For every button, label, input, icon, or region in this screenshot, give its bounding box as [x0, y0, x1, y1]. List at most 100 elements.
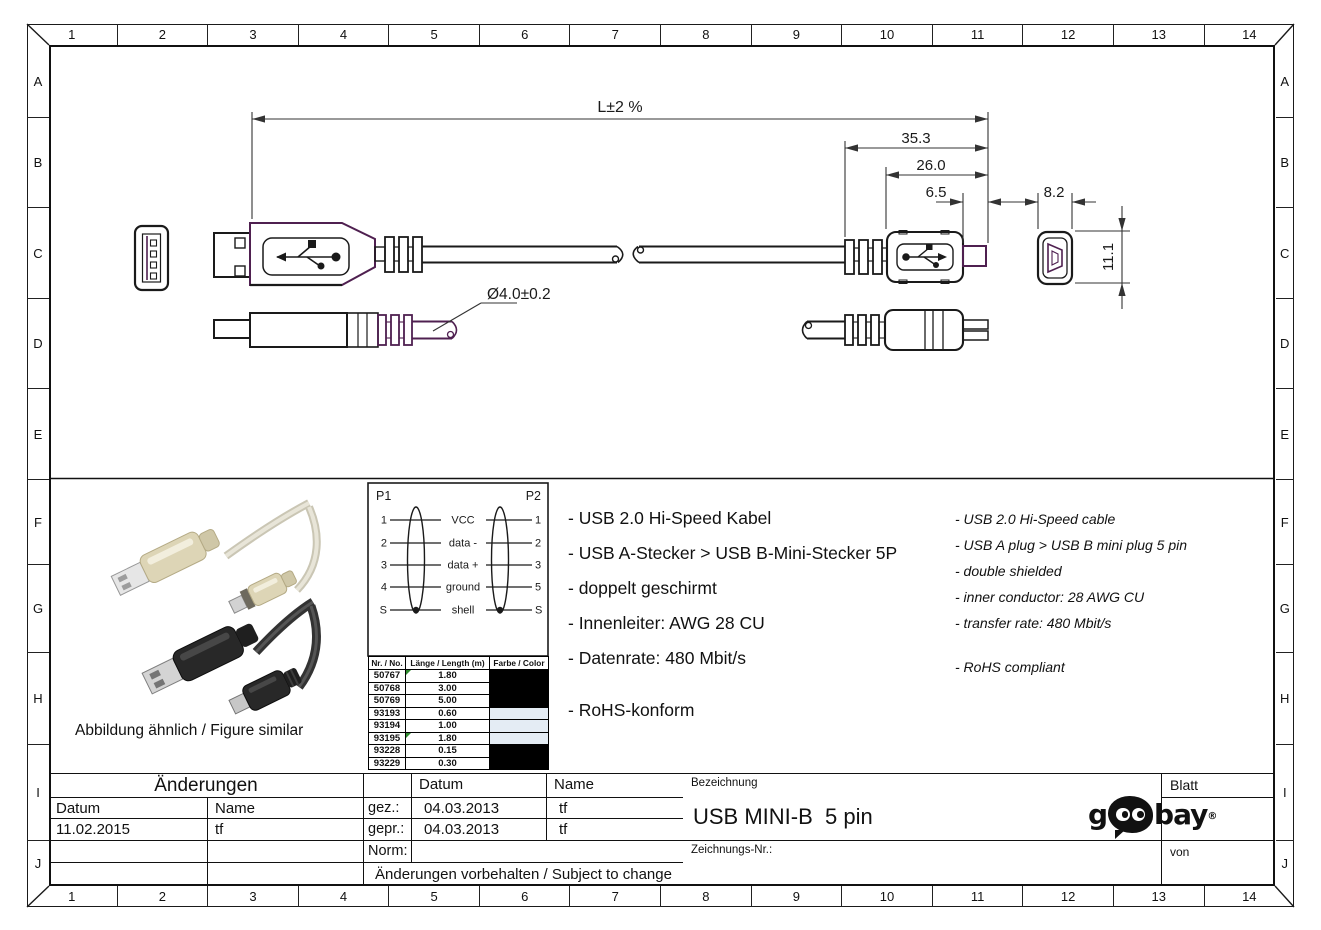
frame-col-label: 11 — [931, 24, 1023, 45]
col-header-no: Nr. / No. — [368, 656, 406, 670]
frame-col-label: 14 — [1203, 886, 1295, 907]
frame-row-label: B — [1275, 117, 1294, 207]
drawing-number-label: Zeichnungs-Nr.: — [691, 844, 773, 856]
frame-col-label: 4 — [297, 886, 389, 907]
description-item: - Innenleiter: AWG 28 CU — [568, 613, 765, 633]
approvals-name-header: Name — [547, 774, 683, 798]
frame-column-strip-top: 1 2 3 4 5 6 7 8 9 10 11 12 13 14 — [27, 24, 1294, 45]
frame-row-strip-left: A B C D E F G H I J — [27, 45, 49, 885]
title-block: Änderungen Datum Name 11.02.2015 tf Datu… — [49, 773, 1275, 886]
sheet-label: Blatt — [1162, 774, 1275, 798]
frame-col-label: 12 — [1022, 886, 1113, 907]
revision-name-label: Name — [208, 798, 364, 819]
norm-empty-cell — [412, 841, 683, 863]
col-header-length: Länge / Length (m) — [405, 656, 490, 670]
description-item: - RoHS compliant — [955, 659, 1065, 675]
description-item: - Datenrate: 480 Mbit/s — [568, 648, 746, 668]
drawing-title: USB MINI-B 5 pin — [693, 804, 873, 829]
color-swatch — [490, 745, 548, 757]
frame-col-label: 5 — [388, 24, 479, 45]
frame-row-strip-right: A B C D E F G H I J — [1275, 45, 1294, 885]
frame-col-label: 1 — [68, 27, 76, 42]
frame-column-strip-bottom: 1 2 3 4 5 6 7 8 9 10 11 12 13 14 — [27, 886, 1294, 907]
frame-row-label: H — [27, 652, 49, 744]
frame-row-label: A — [33, 73, 43, 89]
frame-row-label: A — [1280, 73, 1290, 89]
gepr-name: tf — [547, 819, 683, 841]
parts-table: Nr. / No. Länge / Length (m) Farbe / Col… — [368, 656, 549, 770]
frame-row-label: H — [1275, 652, 1294, 744]
frame-inner-border — [49, 45, 1275, 886]
frame-col-label: 11 — [931, 886, 1023, 907]
frame-col-label: 7 — [569, 886, 660, 907]
description-item: - inner conductor: 28 AWG CU — [955, 589, 1145, 605]
frame-col-label: 9 — [750, 886, 842, 907]
frame-col-label: 9 — [750, 24, 842, 45]
frame-col-label: 2 — [116, 886, 208, 907]
frame-row-label: G — [27, 564, 49, 652]
description-item: - USB A plug > USB B mini plug 5 pin — [955, 537, 1188, 553]
norm-label: Norm: — [364, 841, 412, 863]
frame-row-label: D — [27, 298, 49, 388]
gepr-label: gepr.: — [364, 819, 412, 841]
frame-row-label: G — [1275, 564, 1294, 652]
gepr-date: 04.03.2013 — [412, 819, 547, 841]
frame-row-label: D — [1275, 298, 1294, 388]
frame-row-label: C — [1275, 207, 1294, 298]
frame-col-label: 1 — [68, 889, 76, 904]
frame-col-label: 4 — [297, 24, 389, 45]
description-list-english: - USB 2.0 Hi-Speed cable - USB A plug > … — [955, 511, 1187, 685]
sheet-empty-cell — [1162, 798, 1275, 841]
frame-col-label: 10 — [841, 24, 932, 45]
frame-col-label: 14 — [1203, 24, 1295, 45]
color-swatch — [490, 732, 548, 744]
frame-col-label: 5 — [388, 886, 479, 907]
gez-name: tf — [547, 798, 683, 819]
description-item: - RoHS-konform — [568, 700, 695, 720]
revision-empty-cell — [208, 841, 364, 863]
description-item: - USB 2.0 Hi-Speed Kabel — [568, 508, 772, 528]
gez-label: gez.: — [364, 798, 412, 819]
description-item: - transfer rate: 480 Mbit/s — [955, 615, 1112, 631]
photo-caption: Abbildung ähnlich / Figure similar — [75, 722, 304, 739]
approvals-empty-cell — [364, 774, 412, 798]
revisions-header: Änderungen — [49, 774, 364, 798]
description-item: - double shielded — [955, 563, 1062, 579]
goobay-logo-bay: bay — [1154, 798, 1208, 831]
frame-col-label: 10 — [841, 886, 932, 907]
revision-name-value: tf — [208, 819, 364, 841]
revision-date-value: 11.02.2015 — [49, 819, 208, 841]
frame-row-label: F — [1275, 479, 1294, 564]
frame-col-label: 7 — [569, 24, 660, 45]
color-swatch — [490, 720, 548, 732]
color-swatch — [490, 682, 548, 694]
color-swatch — [490, 707, 548, 719]
parts-table-header-row: Nr. / No. Länge / Length (m) Farbe / Col… — [368, 656, 549, 670]
drawing-number-cell: Zeichnungs-Nr.: — [683, 841, 1162, 886]
revision-empty-cell — [208, 863, 364, 886]
frame-row-label: J — [27, 840, 49, 885]
frame-row-label: C — [27, 207, 49, 298]
frame-row-label: E — [27, 388, 49, 479]
color-swatch — [490, 695, 548, 707]
frame-col-label: 3 — [207, 886, 298, 907]
gez-date: 04.03.2013 — [412, 798, 547, 819]
description-list-german: - USB 2.0 Hi-Speed Kabel - USB A-Stecker… — [568, 508, 897, 735]
frame-col-label: 13 — [1112, 886, 1204, 907]
frame-col-label: 3 — [207, 24, 298, 45]
frame-row-label: B — [27, 117, 49, 207]
frame-row-label: J — [1275, 840, 1294, 885]
frame-row-label: F — [27, 479, 49, 564]
revision-empty-cell — [49, 841, 208, 863]
registered-trademark-icon: ® — [1207, 811, 1217, 822]
frame-col-label: 6 — [478, 24, 570, 45]
